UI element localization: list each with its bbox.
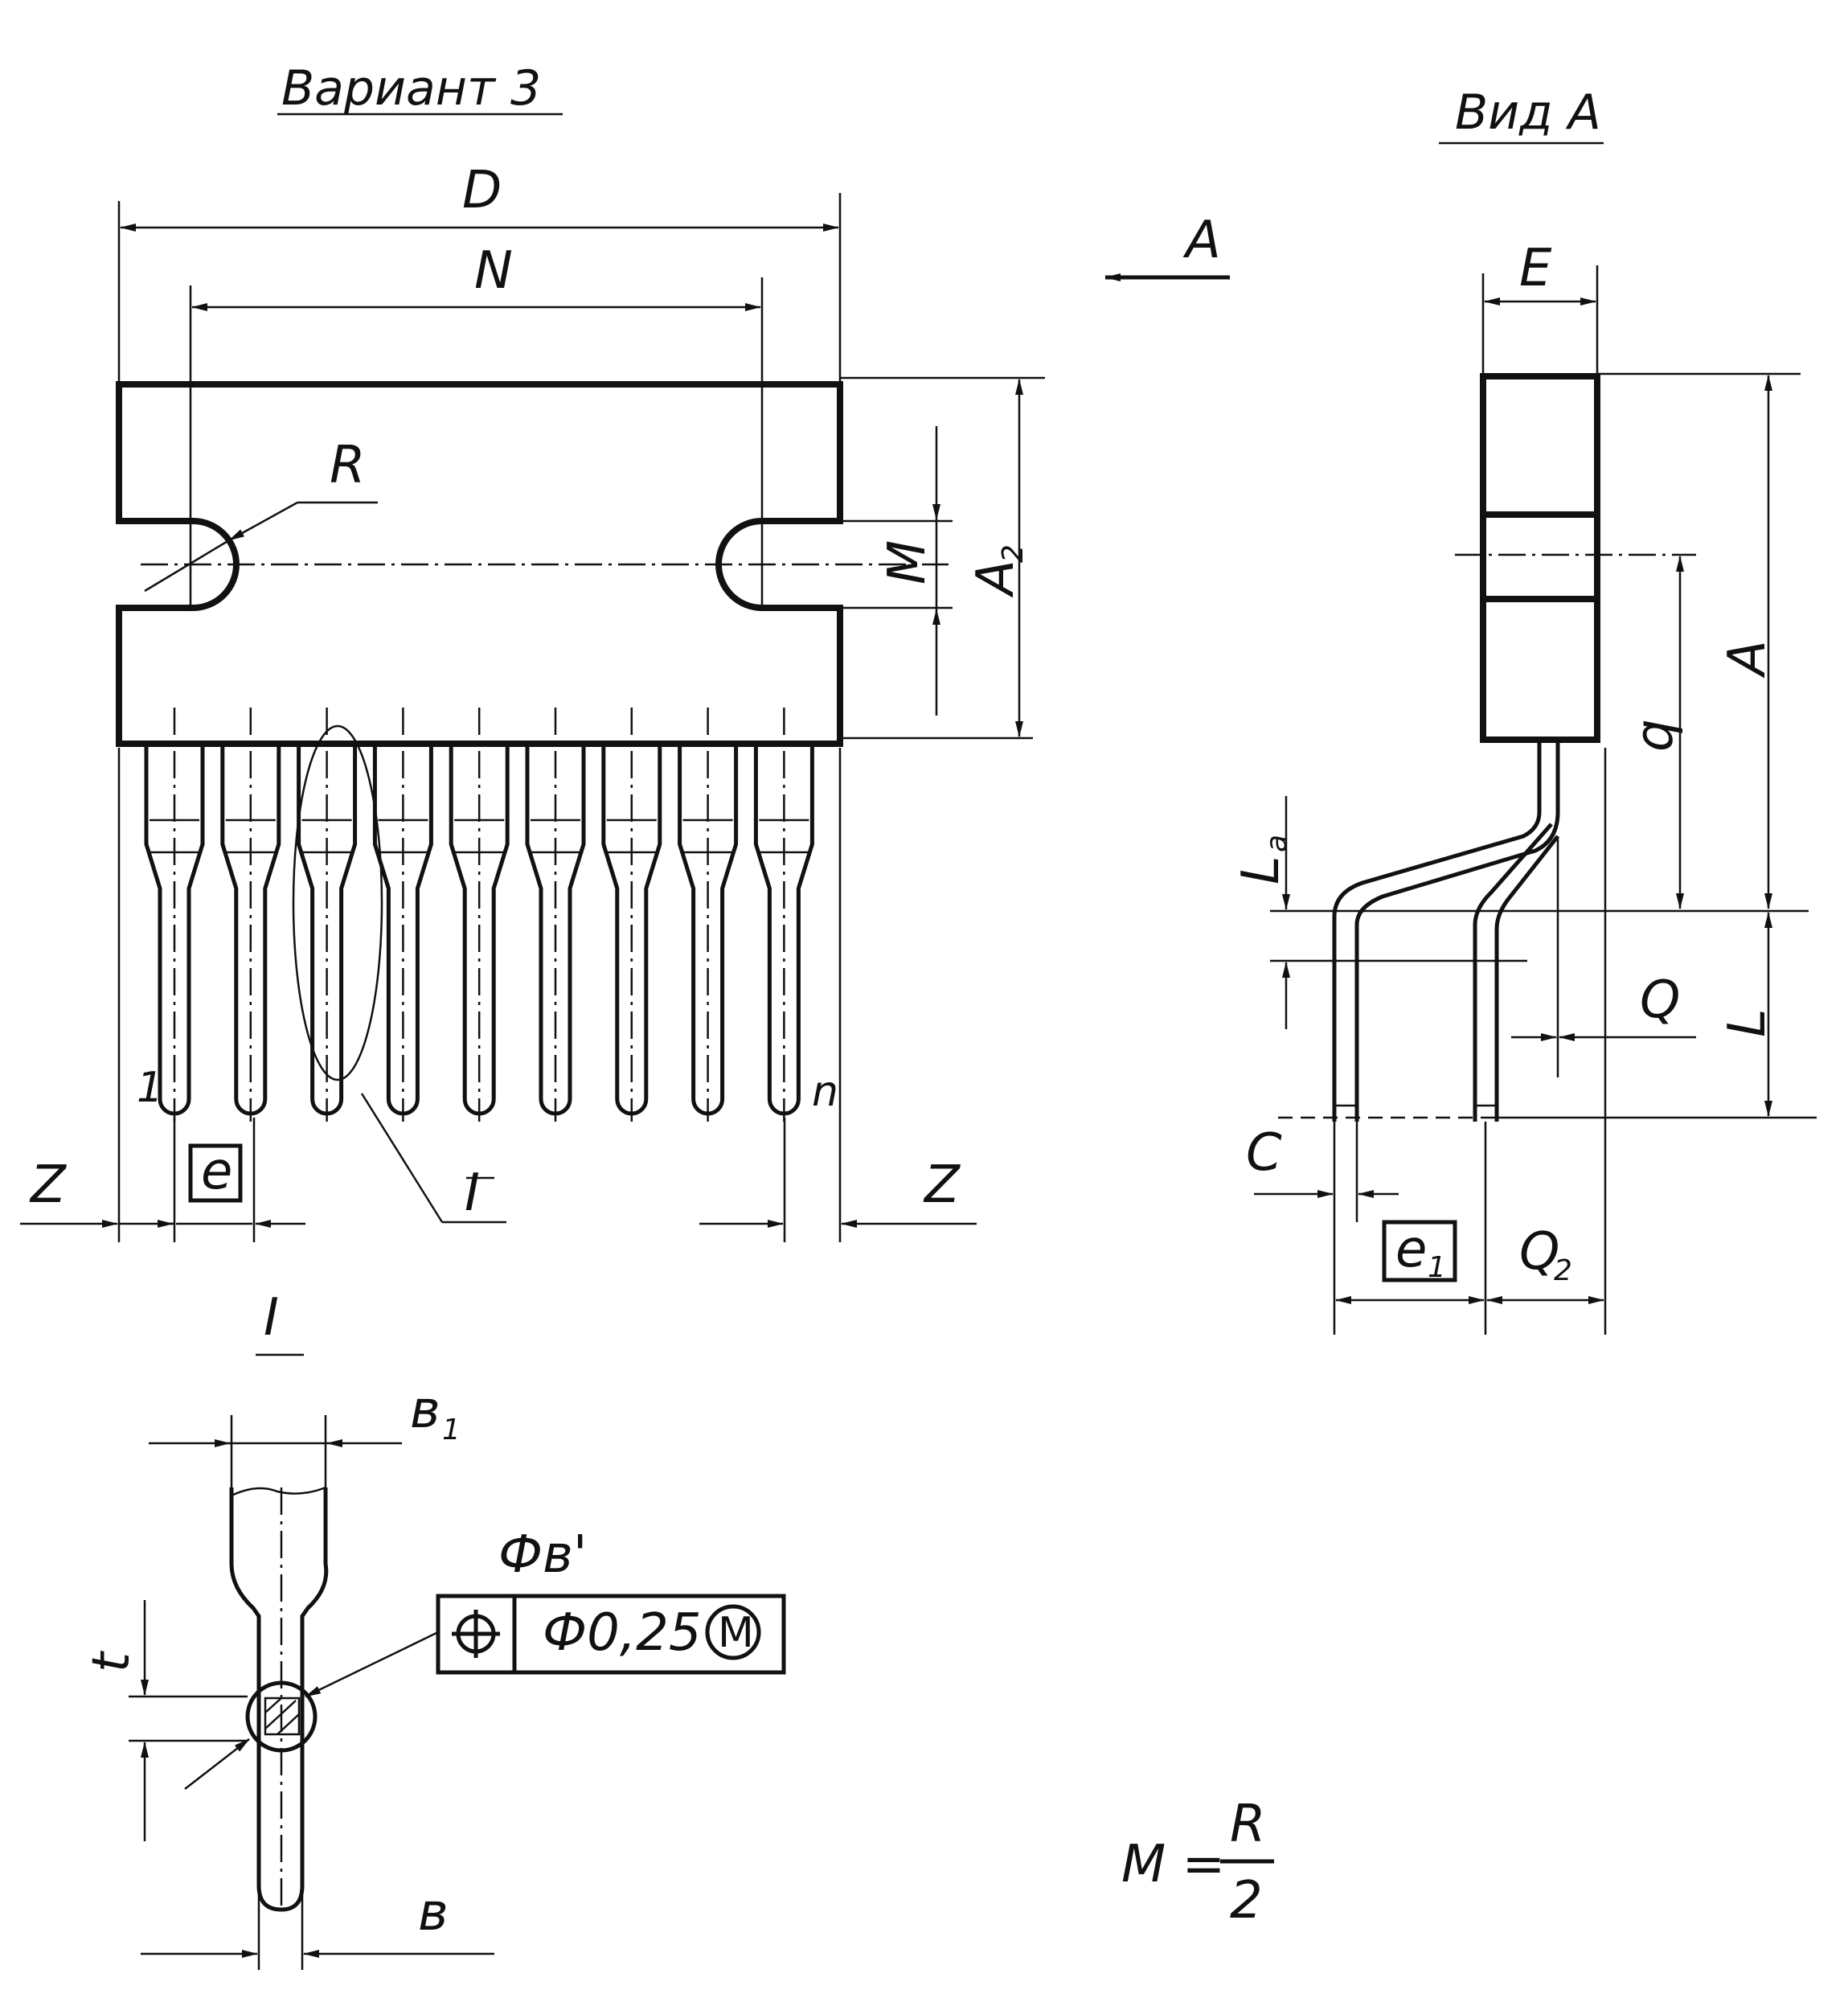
svg-text:2: 2 — [1230, 1871, 1263, 1931]
svg-text:в: в — [418, 1883, 449, 1943]
position-circle — [245, 1680, 318, 1753]
svg-text:1: 1 — [442, 1414, 461, 1446]
svg-text:A: A — [966, 560, 1026, 598]
svg-text:q: q — [1625, 719, 1685, 752]
svg-text:Фв': Фв' — [498, 1525, 587, 1585]
front-view: R D N A 2 M I 1 — [20, 161, 1045, 1242]
side-lead-inner — [1473, 823, 1559, 1122]
svg-text:t: t — [82, 1650, 141, 1672]
side-body — [1480, 373, 1600, 743]
svg-text:2: 2 — [997, 544, 1030, 563]
pins-group — [144, 708, 814, 1122]
detail-I-marker — [292, 724, 383, 1081]
title-variant: Вариант 3 — [277, 60, 563, 117]
svg-text:Z: Z — [29, 1155, 67, 1215]
side-view: E A q L L a — [1231, 239, 1817, 1335]
svg-text:R: R — [1230, 1795, 1265, 1854]
side-lead-outer — [1332, 740, 1560, 1122]
svg-text:Ф0,25: Ф0,25 — [543, 1603, 702, 1663]
svg-text:2: 2 — [1554, 1254, 1572, 1287]
svg-text:e: e — [1395, 1220, 1427, 1279]
svg-text:Z: Z — [923, 1155, 961, 1215]
detail-view: I в 1 Ф0,25 M Фв' — [82, 1288, 786, 1970]
svg-text:M: M — [878, 540, 937, 585]
svg-text:Q: Q — [1519, 1222, 1559, 1282]
svg-text:C: C — [1246, 1123, 1282, 1183]
svg-text:Q: Q — [1640, 970, 1680, 1030]
svg-text:M: M — [718, 1609, 754, 1657]
detail-lead-outline — [229, 1487, 329, 1912]
tolerance-frame — [436, 1594, 786, 1675]
svg-text:M =: M = — [1121, 1835, 1225, 1894]
svg-text:A: A — [1718, 640, 1777, 679]
svg-text:D: D — [462, 161, 502, 220]
view-direction-arrow: А — [1104, 211, 1230, 281]
svg-text:I: I — [465, 1163, 480, 1223]
title-view-a: Вид А — [1439, 84, 1604, 145]
formula: M = R 2 — [1121, 1795, 1274, 1931]
dim-e-box — [188, 1143, 243, 1203]
pin-label-last: n — [812, 1068, 838, 1116]
svg-text:А: А — [1182, 211, 1221, 270]
svg-text:L: L — [1231, 855, 1291, 884]
svg-text:в: в — [410, 1381, 440, 1440]
svg-text:Вариант 3: Вариант 3 — [281, 60, 541, 117]
svg-text:L: L — [1718, 1008, 1777, 1037]
svg-text:N: N — [474, 241, 513, 301]
dim-e1-box — [1382, 1220, 1457, 1282]
svg-text:R: R — [330, 436, 365, 495]
svg-text:E: E — [1519, 239, 1552, 298]
svg-text:I: I — [264, 1288, 279, 1348]
svg-text:1: 1 — [1428, 1251, 1446, 1284]
position-icon — [452, 1610, 500, 1658]
pin-label-first: 1 — [137, 1064, 163, 1112]
svg-text:e: e — [201, 1142, 232, 1201]
svg-text:Вид А: Вид А — [1455, 84, 1601, 141]
svg-text:a: a — [1260, 835, 1293, 852]
